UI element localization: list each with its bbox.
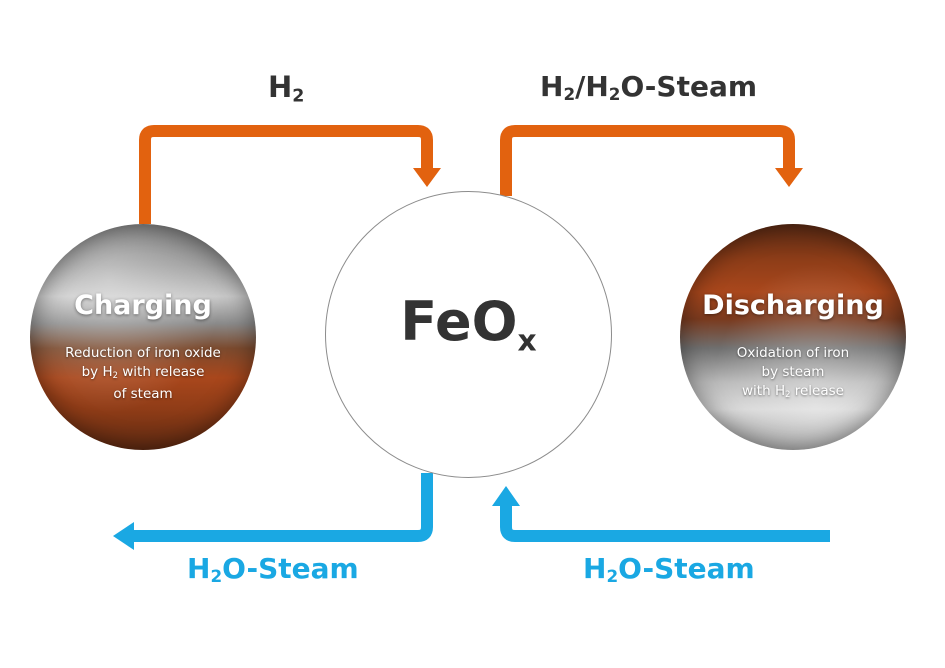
steam-in-arrowhead: [492, 486, 520, 506]
steam-out-arrowhead: [113, 522, 134, 550]
h2-label: H2: [268, 70, 305, 107]
steam-in-label: H2O-Steam: [583, 552, 755, 587]
discharging-title: Discharging: [702, 290, 884, 321]
discharging-disc: Discharging Oxidation of iron by steam w…: [680, 224, 906, 450]
h2-flow-arrow: [139, 125, 433, 224]
charging-title: Charging: [74, 290, 212, 321]
feox-formula: FeOx: [400, 290, 537, 359]
h2-arrowhead: [413, 168, 441, 187]
discharging-description: Oxidation of iron by steam with H2 relea…: [736, 345, 850, 400]
steam-in-flow-arrow: [500, 503, 830, 542]
feox-circle: FeOx: [325, 191, 612, 478]
steam-out-flow-arrow: [132, 473, 433, 542]
h2-steam-arrowhead: [775, 168, 803, 187]
charging-description: Reduction of iron oxide by H2 with relea…: [65, 345, 221, 403]
h2-h2o-steam-label: H2/H2O-Steam: [540, 70, 758, 105]
h2-steam-flow-arrow: [500, 125, 795, 196]
charging-disc: Charging Reduction of iron oxide by H2 w…: [30, 224, 256, 450]
steam-out-label: H2O-Steam: [187, 552, 359, 587]
